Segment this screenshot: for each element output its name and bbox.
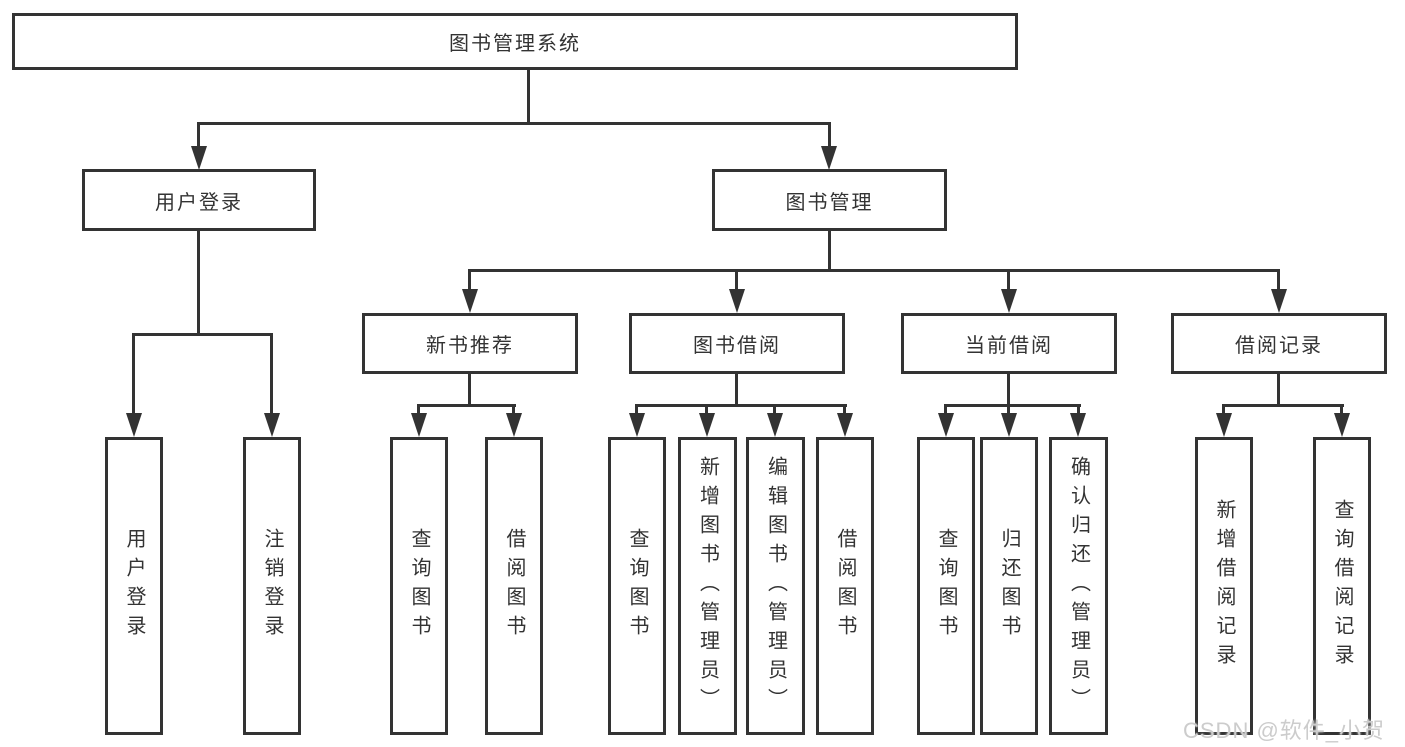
arrow-to-leaf-logout xyxy=(264,413,280,437)
leaf-label: 查询图书 xyxy=(408,528,430,644)
arrow-to-leaf-add-book xyxy=(699,413,715,437)
leaf-add-borrow-record: 新增借阅记录 xyxy=(1195,437,1253,735)
connector-user-login-stem xyxy=(197,231,200,335)
connector-to-book-borrow-line xyxy=(735,269,738,291)
arrow-to-borrow-record xyxy=(1271,289,1287,313)
leaf-label: 查询图书 xyxy=(935,528,957,644)
connector-book-borrow-stem xyxy=(735,374,738,406)
node-label: 新书推荐 xyxy=(426,335,514,357)
node-label: 图书管理 xyxy=(785,191,874,214)
arrow-to-leaf-query-record xyxy=(1334,413,1350,437)
leaf-borrow-book: 借阅图书 xyxy=(816,437,874,735)
connector-to-leaf-query1-line xyxy=(417,404,420,414)
arrow-to-new-book-recommend xyxy=(462,289,478,313)
connector-to-leaf-user-login-line xyxy=(132,333,135,414)
arrow-to-leaf-edit-book xyxy=(767,413,783,437)
connector-to-leaf-borrow1-line xyxy=(512,404,515,414)
connector-book-mgmt-rail xyxy=(468,269,1280,272)
leaf-label: 确认归还（管理员） xyxy=(1067,455,1090,717)
node-label: 借阅记录 xyxy=(1235,335,1323,357)
leaf-logout: 注销登录 xyxy=(243,437,301,735)
connector-to-leaf-query3-line xyxy=(944,404,947,414)
connector-root-stem xyxy=(527,68,530,124)
connector-book-mgmt-stem xyxy=(828,231,831,271)
connector-root-rail xyxy=(197,122,831,125)
arrow-to-leaf-confirm-return xyxy=(1070,413,1086,437)
leaf-borrow-book-recommend: 借阅图书 xyxy=(485,437,543,735)
leaf-query-book-borrow: 查询图书 xyxy=(608,437,666,735)
connector-to-leaf-logout-line xyxy=(270,333,273,414)
connector-new-book-stem xyxy=(468,374,471,406)
connector-new-book-rail xyxy=(417,404,516,407)
connector-to-leaf-edit-book-line xyxy=(773,404,776,414)
arrow-to-leaf-user-login xyxy=(126,413,142,437)
leaf-label: 查询借阅记录 xyxy=(1331,499,1353,673)
node-borrow-record: 借阅记录 xyxy=(1171,313,1387,374)
arrow-to-leaf-borrow-book-1 xyxy=(506,413,522,437)
leaf-query-borrow-record: 查询借阅记录 xyxy=(1313,437,1371,735)
leaf-label: 查询图书 xyxy=(626,528,648,644)
arrow-to-leaf-query-book-1 xyxy=(411,413,427,437)
node-current-borrow: 当前借阅 xyxy=(901,313,1117,374)
arrow-to-book-borrow xyxy=(729,289,745,313)
connector-to-leaf-query2-line xyxy=(635,404,638,414)
connector-to-leaf-return-line xyxy=(1007,404,1010,414)
node-new-book-recommend: 新书推荐 xyxy=(362,313,578,374)
node-label: 图书借阅 xyxy=(693,335,781,357)
csdn-watermark: CSDN @软件_小贺同学 xyxy=(1183,718,1386,743)
connector-current-borrow-rail xyxy=(944,404,1081,407)
connector-borrow-record-stem xyxy=(1277,374,1280,406)
arrow-to-current-borrow xyxy=(1001,289,1017,313)
leaf-label: 注销登录 xyxy=(261,528,283,644)
leaf-label: 归还图书 xyxy=(998,528,1020,644)
leaf-user-login: 用户登录 xyxy=(105,437,163,735)
arrow-to-leaf-query-book-2 xyxy=(629,413,645,437)
node-label: 用户登录 xyxy=(155,191,243,214)
connector-book-borrow-rail xyxy=(635,404,847,407)
connector-to-borrow-record-line xyxy=(1277,269,1280,291)
node-label: 图书管理系统 xyxy=(449,33,581,55)
connector-to-leaf-add-book-line xyxy=(705,404,708,414)
node-label: 当前借阅 xyxy=(965,335,1053,357)
node-user-login: 用户登录 xyxy=(82,169,316,231)
connector-to-leaf-add-record-line xyxy=(1222,404,1225,414)
connector-to-leaf-confirm-line xyxy=(1077,404,1080,414)
connector-to-new-book-line xyxy=(468,269,471,291)
connector-user-login-rail xyxy=(132,333,273,336)
arrow-to-user-login xyxy=(191,146,207,170)
connector-root-to-user-login-line xyxy=(197,122,200,147)
node-root-library-system: 图书管理系统 xyxy=(12,13,1018,70)
connector-to-leaf-borrow2-line xyxy=(843,404,846,414)
leaf-query-book-current: 查询图书 xyxy=(917,437,975,735)
leaf-confirm-return-admin: 确认归还（管理员） xyxy=(1049,437,1108,735)
leaf-return-book: 归还图书 xyxy=(980,437,1038,735)
connector-current-borrow-stem xyxy=(1007,374,1010,406)
arrow-to-leaf-add-record xyxy=(1216,413,1232,437)
arrow-to-leaf-borrow-book-2 xyxy=(837,413,853,437)
arrow-to-leaf-query-book-3 xyxy=(938,413,954,437)
arrow-to-leaf-return-book xyxy=(1001,413,1017,437)
leaf-label: 借阅图书 xyxy=(503,528,525,644)
connector-to-leaf-query-record-line xyxy=(1340,404,1343,414)
connector-to-current-borrow-line xyxy=(1007,269,1010,291)
leaf-add-book-admin: 新增图书（管理员） xyxy=(678,437,737,735)
leaf-label: 用户登录 xyxy=(123,528,145,644)
leaf-query-book-recommend: 查询图书 xyxy=(390,437,448,735)
connector-borrow-record-rail xyxy=(1222,404,1344,407)
leaf-edit-book-admin: 编辑图书（管理员） xyxy=(746,437,805,735)
node-book-management: 图书管理 xyxy=(712,169,947,231)
arrow-to-book-mgmt xyxy=(821,146,837,170)
connector-root-to-book-mgmt-line xyxy=(828,122,831,147)
leaf-label: 新增借阅记录 xyxy=(1213,499,1235,673)
node-book-borrow: 图书借阅 xyxy=(629,313,845,374)
leaf-label: 编辑图书（管理员） xyxy=(764,455,787,717)
leaf-label: 借阅图书 xyxy=(834,528,856,644)
leaf-label: 新增图书（管理员） xyxy=(696,455,719,717)
